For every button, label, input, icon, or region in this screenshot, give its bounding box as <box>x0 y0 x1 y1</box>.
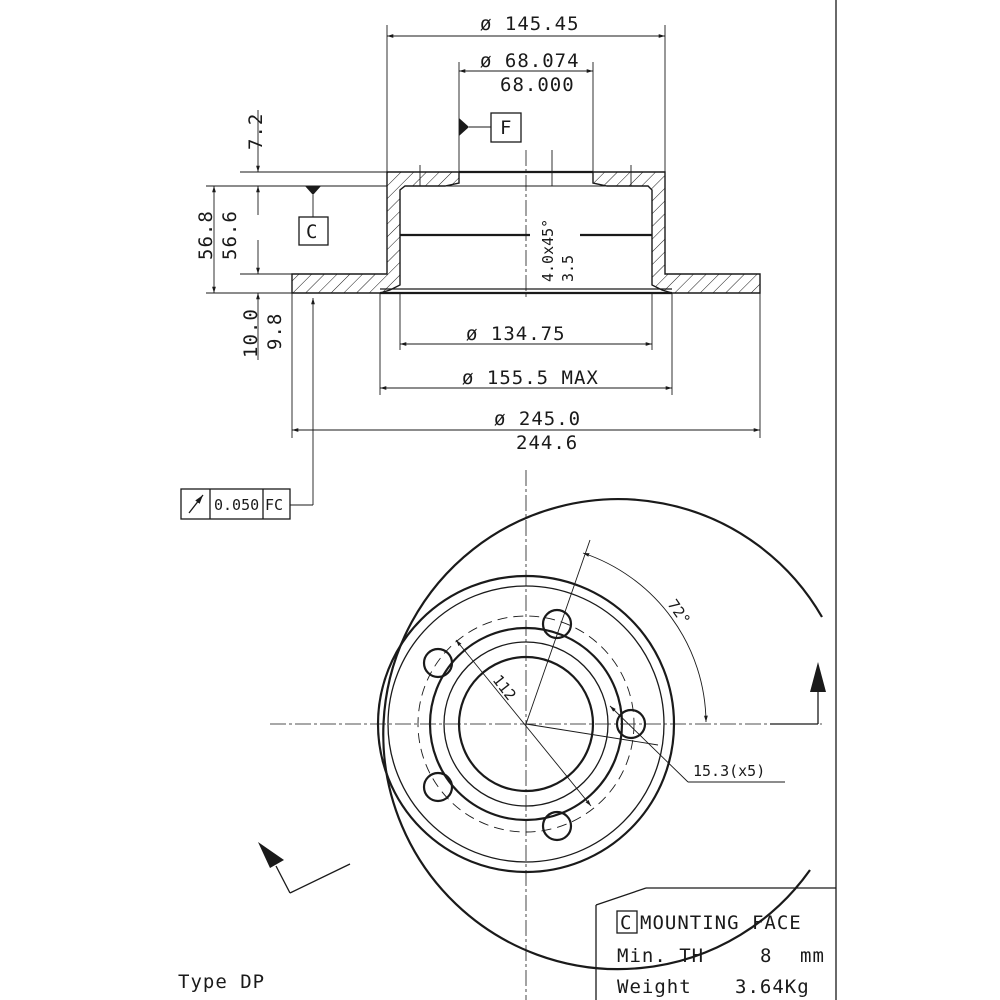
dim-chamfer-depth: 3.5 <box>559 255 577 282</box>
min-th-label: Min. TH <box>617 945 704 967</box>
dim-outer-min: 244.6 <box>516 432 578 454</box>
bolt-hole <box>541 608 573 640</box>
bolt-hole <box>541 810 573 842</box>
dim-hat-max-label: ø 155.5 MAX <box>462 367 599 389</box>
dim-hub-bore-min: 68.000 <box>500 74 575 96</box>
dim-outer-max: ø 245.0 <box>494 408 581 430</box>
pcd-label: 112 <box>489 671 520 703</box>
runout-datum: FC <box>265 496 283 514</box>
dim-thickness-min: 9.8 <box>264 313 286 350</box>
section-right-half <box>592 171 761 294</box>
dim-hat-height: 7.2 <box>245 113 267 150</box>
min-th-value: 8 <box>760 945 772 967</box>
dim-hub-bore: ø 68.074 68.000 <box>458 50 594 172</box>
min-th-unit: mm <box>800 945 825 967</box>
mounting-face-marker: C <box>620 912 632 934</box>
dim-thickness-max: 10.0 <box>240 308 262 358</box>
section-view <box>291 150 761 300</box>
dim-chamfer-label: 4.0x45° <box>539 219 557 282</box>
dim-total-height-min: 56.6 <box>219 210 241 260</box>
section-arrow-icon <box>258 842 284 868</box>
datum-f-label: F <box>500 117 512 139</box>
dim-inner-label: ø 134.75 <box>466 323 566 345</box>
dim-chamfer: 4.0x45° 3.5 <box>539 219 577 282</box>
bolt-hole <box>422 771 454 803</box>
dim-outer-top: ø 145.45 <box>386 13 666 172</box>
dim-hub-bore-max: ø 68.074 <box>480 50 580 72</box>
mounting-face-label: MOUNTING FACE <box>640 912 802 934</box>
dim-hat-max: ø 155.5 MAX <box>379 293 673 395</box>
angle-label: 72° <box>664 596 694 629</box>
runout-value: 0.050 <box>214 496 259 514</box>
type-label: Type DP <box>178 971 265 993</box>
datum-c: C <box>298 186 329 246</box>
datum-f: F <box>459 112 522 143</box>
dim-outer-top-label: ø 145.45 <box>480 13 580 35</box>
section-arrow-icon <box>810 662 826 692</box>
hole-dia-label: 15.3(x5) <box>693 762 765 780</box>
dim-total-height-max: 56.8 <box>195 210 217 260</box>
dim-outer: ø 245.0 244.6 <box>291 293 761 454</box>
weight-label: Weight <box>617 976 692 998</box>
datum-c-label: C <box>306 221 318 243</box>
dim-left-verticals: 7.2 56.8 56.6 10.0 9.8 <box>195 110 387 360</box>
runout-frame: 0.050 FC <box>180 298 315 520</box>
weight-value: 3.64Kg <box>735 976 810 998</box>
bolt-hole <box>422 647 454 679</box>
dim-inner: ø 134.75 <box>399 293 653 350</box>
notes: C MOUNTING FACE Min. TH 8 mm Weight 3.64… <box>595 887 836 1000</box>
runout-arrow-icon <box>188 494 204 514</box>
